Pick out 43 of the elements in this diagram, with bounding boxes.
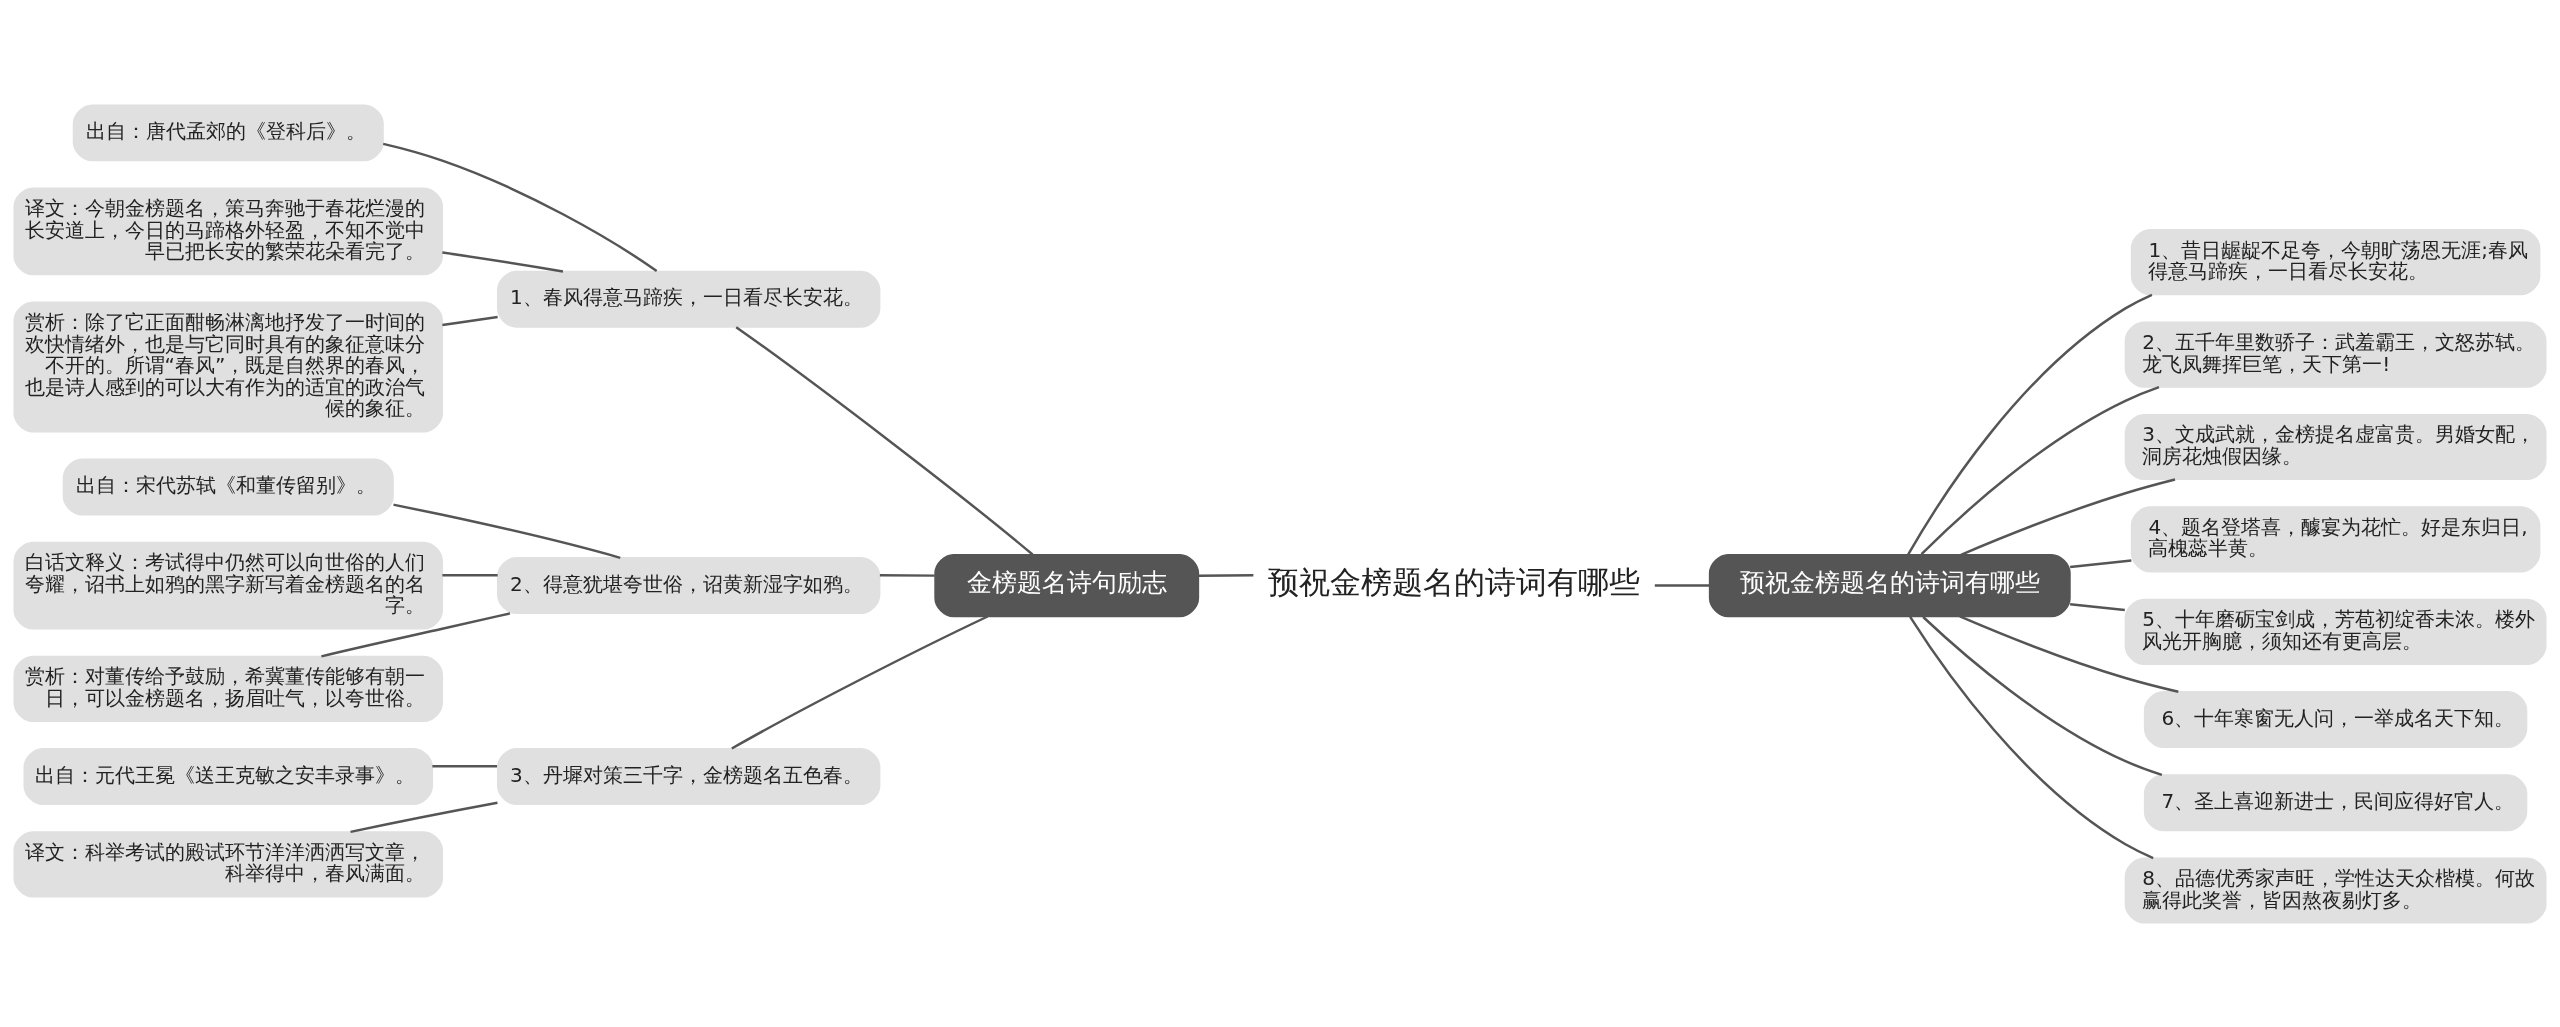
connector — [432, 764, 498, 768]
connector — [1920, 385, 2160, 555]
connector — [321, 611, 511, 658]
connector — [2070, 558, 2132, 568]
node-box: 赏析：除了它正面酣畅淋漓地抒发了一时间的欢快情绪外，也是与它同时具有的象征意味分不开的。所谓“春风”，既是自然界的春风，也是诗人感到的可以大有作为的适宜的政治气候的象征。 — [13, 301, 444, 432]
connector — [2070, 602, 2125, 611]
node-box: 4、题名登塔喜，醵宴为花忙。好是东归日,高槐蕊半黄。 — [2130, 505, 2541, 572]
connector — [350, 801, 498, 833]
node-box: 1、昔日龌龊不足夸，今朝旷荡恩无涯;春风得意马蹄疾，一日看尽长安花。 — [2130, 228, 2541, 295]
connector — [1909, 615, 2154, 859]
connector — [442, 250, 564, 273]
connector — [1922, 615, 2163, 776]
connector — [1960, 477, 2176, 556]
node-text: 预祝金榜题名的诗词有哪些 — [1268, 563, 1641, 600]
node-box: 预祝金榜题名的诗词有哪些 — [1708, 553, 2071, 617]
node-box: 译文：科举考试的殿试环节洋洋洒洒写文章，科举得中，春风满面。 — [13, 830, 444, 897]
node-box: 7、圣上喜迎新进士，民间应得好官人。 — [2143, 773, 2528, 831]
node-box: 8、品德优秀家声旺，学性达天众楷模。何故赢得此奖誉，皆因熬夜剔灯多。 — [2124, 856, 2547, 924]
node-box: 金榜题名诗句励志 — [934, 553, 1200, 617]
node-box: 出自：唐代孟郊的《登科后》。 — [72, 103, 384, 161]
connector — [735, 325, 1034, 555]
connector — [442, 573, 498, 577]
node-box: 2、得意犹堪夸世俗，诏黄新湿字如鸦。 — [496, 556, 881, 614]
node-box: 3、文成武就，金榜提名虚富贵。男婚女配，洞房花烛假因缘。 — [2124, 413, 2547, 480]
node-box: 译文：今朝金榜题名，策马奔驰于春花烂漫的长安道上，今日的马蹄格外轻盈，不知不觉中早已把长安的繁荣花朵看完了。 — [13, 187, 444, 275]
node-box: 赏析：对董传给予鼓励，希冀董传能够有朝一日，可以金榜题名，扬眉吐气，以夸世俗。 — [13, 655, 444, 722]
connector — [1198, 573, 1254, 577]
connector — [442, 315, 498, 326]
node-box: 出自：元代王冕《送王克敏之安丰录事》。 — [23, 747, 434, 805]
node-box: 1、春风得意马蹄疾，一日看尽长安花。 — [496, 270, 881, 328]
node-box: 白话文释义：考试得中仍然可以向世俗的人们夸耀，诏书上如鸦的黑字新写着金榜题名的名字。 — [13, 541, 444, 629]
connector — [879, 573, 935, 577]
connector — [382, 142, 658, 272]
node-box: 2、五千年里数骄子：武羞霸王，文怒苏轼。龙飞凤舞挥巨笔，天下第一! — [2124, 321, 2547, 388]
node-box: 6、十年寒窗无人问，一举成名天下知。 — [2143, 690, 2528, 748]
node-box: 3、丹墀对策三千字，金榜题名五色春。 — [496, 747, 881, 805]
node-box: 出自：宋代苏轼《和董传留别》。 — [62, 458, 394, 516]
connector — [1959, 614, 2179, 693]
node-box: 5、十年磨砺宝剑成，芳苞初绽香未浓。楼外风光开胸臆，须知还有更高层。 — [2124, 598, 2547, 665]
connector — [731, 614, 989, 750]
connector — [1654, 583, 1710, 587]
connector — [1907, 293, 2153, 555]
connector — [393, 502, 621, 559]
